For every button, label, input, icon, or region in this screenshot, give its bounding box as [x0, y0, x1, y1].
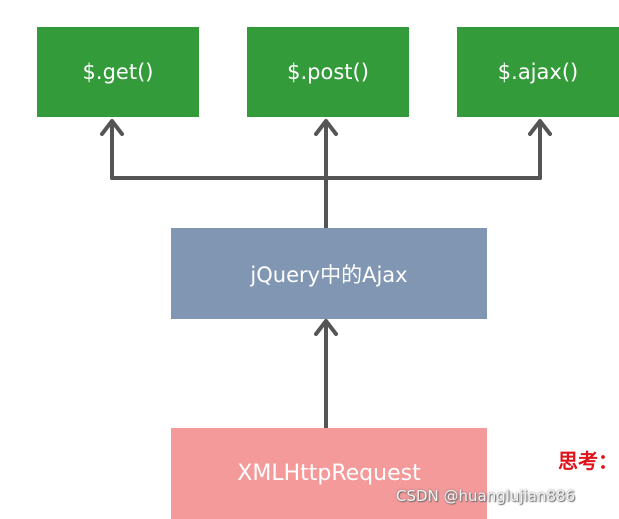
method-label-get: $.get()	[82, 60, 154, 84]
method-box-post: $.post()	[247, 27, 409, 117]
jquery-ajax-box: jQuery中的Ajax	[171, 228, 487, 319]
method-label-ajax: $.ajax()	[497, 60, 579, 84]
watermark: CSDN @huanglujian886	[396, 487, 576, 505]
arrow-to-post-head	[314, 119, 338, 136]
arrow-to-ajax-head	[528, 119, 552, 136]
arrow-to-get-head	[100, 119, 124, 136]
method-box-ajax: $.ajax()	[457, 27, 619, 117]
xmlhttprequest-box: XMLHttpRequest	[171, 428, 487, 519]
thinking-note: 思考：	[558, 449, 618, 473]
jquery-ajax-label: jQuery中的Ajax	[250, 262, 408, 287]
xmlhttprequest-label: XMLHttpRequest	[237, 461, 421, 486]
method-box-get: $.get()	[37, 27, 199, 117]
method-label-post: $.post()	[287, 60, 369, 84]
arrow-to-jquery-head	[314, 319, 338, 336]
